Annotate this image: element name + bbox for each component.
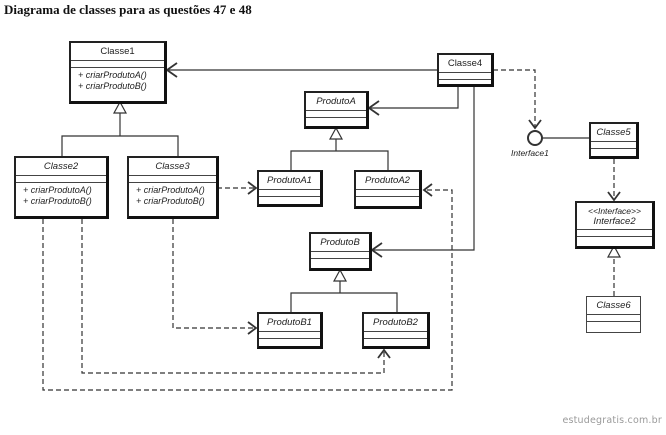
interface1-label: Interface1 [511, 148, 549, 158]
class-operations: + criarProdutoA() + criarProdutoB() [129, 183, 216, 209]
class-classe4[interactable]: Classe4 [437, 53, 494, 87]
class-produtoB1[interactable]: ProdutoB1 [257, 312, 323, 349]
dep-classe4-interface1 [493, 69, 536, 128]
class-attributes [71, 61, 164, 68]
class-name: ProdutoA2 [356, 172, 419, 190]
class-attributes [356, 190, 419, 197]
class-produtoA[interactable]: ProdutoA [304, 91, 369, 129]
class-name: Classe5 [591, 124, 636, 142]
arrowhead-produtoA [367, 100, 380, 116]
triangle-classe1 [112, 100, 128, 114]
assoc-classe4-produtoA [369, 85, 459, 109]
interface-interface2[interactable]: <<Interface>> Interface2 [575, 201, 655, 249]
dep-classe2-produtoB2 [81, 219, 385, 374]
class-operations: + criarProdutoA() + criarProdutoB() [16, 183, 106, 209]
gen-produtoB-children [290, 292, 398, 312]
class-produtoA2[interactable]: ProdutoA2 [354, 170, 422, 209]
class-name: Classe6 [587, 297, 640, 315]
class-attributes [439, 73, 491, 80]
class-name: Interface2 [593, 216, 636, 227]
class-name: ProdutoB [311, 234, 369, 252]
class-classe2[interactable]: Classe2 + criarProdutoA() + criarProduto… [14, 156, 109, 219]
arrowhead-classe1 [165, 62, 178, 78]
operation: + criarProdutoB() [23, 196, 92, 206]
class-name: Classe1 [71, 43, 164, 61]
class-produtoA1[interactable]: ProdutoA1 [257, 170, 323, 207]
class-attributes [259, 332, 320, 339]
class-attributes [306, 111, 366, 118]
arrowhead-interface2 [607, 191, 621, 202]
assoc-classe4-produtoB [372, 85, 475, 251]
class-name: ProdutoA1 [259, 172, 320, 190]
class-classe3[interactable]: Classe3 + criarProdutoA() + criarProduto… [127, 156, 219, 219]
class-name: Classe3 [129, 158, 216, 176]
class-name: ProdutoB2 [364, 314, 427, 332]
class-operations: + criarProdutoA() + criarProdutoB() [71, 68, 164, 94]
operation: + criarProdutoA() [23, 185, 92, 195]
class-classe6[interactable]: Classe6 [586, 296, 641, 333]
gen-produtoA-children [290, 150, 389, 170]
class-name: ProdutoA [306, 93, 366, 111]
gen-classe2-classe3 [61, 135, 179, 157]
triangle-produtoB [332, 268, 348, 282]
operation: + criarProdutoB() [136, 196, 205, 206]
interface-name-block: <<Interface>> Interface2 [577, 203, 652, 230]
arrowhead-produtoB [370, 242, 383, 258]
class-produtoB2[interactable]: ProdutoB2 [362, 312, 430, 349]
triangle-produtoA [328, 126, 344, 140]
class-attributes [577, 230, 652, 237]
class-attributes [259, 190, 320, 197]
class-attributes [311, 252, 369, 259]
dep-classe3-produtoB1 [172, 219, 256, 329]
watermark: estudegratis.com.br [562, 415, 662, 426]
arrowhead-produtoA2 [422, 183, 433, 197]
arrowhead-interface1 [528, 119, 542, 130]
class-name: ProdutoB1 [259, 314, 320, 332]
class-attributes [591, 142, 636, 149]
class-produtoB[interactable]: ProdutoB [309, 232, 372, 271]
class-attributes [364, 332, 427, 339]
triangle-interface2 [606, 244, 622, 258]
arrowhead-produtoB1 [247, 321, 258, 335]
arrowhead-produtoA1 [247, 181, 258, 195]
operation: + criarProdutoB() [78, 81, 147, 91]
class-name: Classe4 [439, 55, 491, 73]
operation: + criarProdutoA() [78, 70, 147, 80]
dep-classe2-produtoA2 [42, 189, 453, 391]
class-classe1[interactable]: Classe1 + criarProdutoA() + criarProduto… [69, 41, 167, 104]
class-attributes [16, 176, 106, 183]
operation: + criarProdutoA() [136, 185, 205, 195]
class-name: Classe2 [16, 158, 106, 176]
diagram-title: Diagrama de classes para as questões 47 … [4, 2, 252, 17]
class-classe5[interactable]: Classe5 [589, 122, 639, 159]
class-attributes [587, 315, 640, 322]
class-attributes [129, 176, 216, 183]
arrowhead-produtoB2 [377, 348, 391, 359]
interface1-lollipop-icon [527, 130, 543, 146]
interface-stereotype: <<Interface>> [588, 206, 641, 216]
